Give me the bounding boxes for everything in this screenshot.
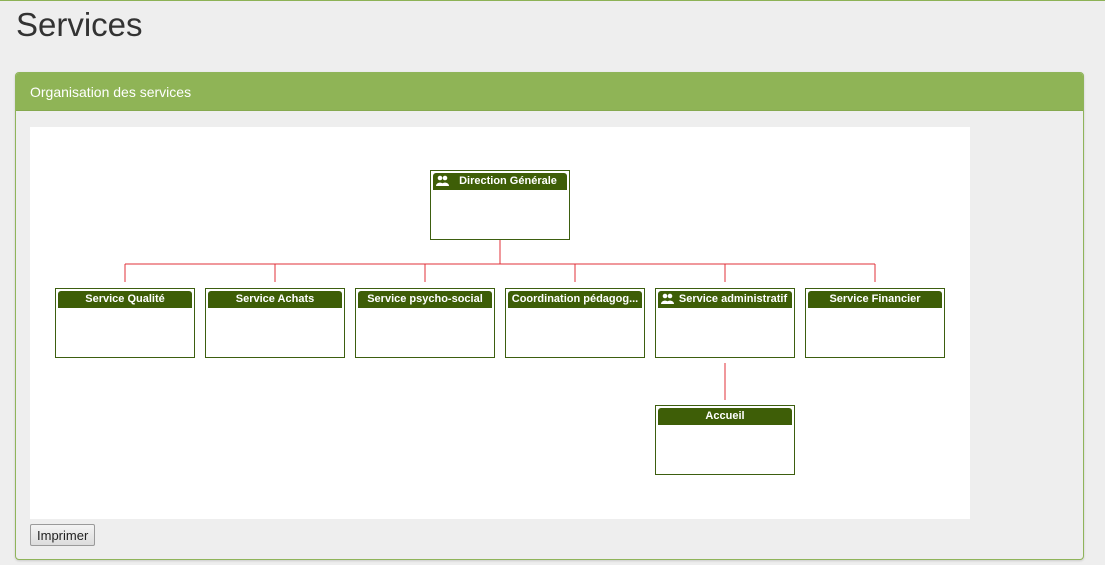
org-node-label: Coordination pédagog... <box>508 291 642 308</box>
org-node-accueil[interactable]: Accueil <box>655 405 795 475</box>
print-button[interactable]: Imprimer <box>30 524 96 546</box>
panel-heading: Organisation des services <box>16 73 1083 111</box>
org-node-header: Direction Générale <box>433 173 567 190</box>
org-node-direction-generale[interactable]: Direction Générale <box>430 170 570 240</box>
org-node-label: Direction Générale <box>459 175 557 187</box>
org-node-label: Service Achats <box>208 291 342 308</box>
page-title: Services <box>16 6 143 43</box>
org-node-label: Service Financier <box>808 291 942 308</box>
org-node-service-qualite[interactable]: Service Qualité <box>55 288 195 358</box>
org-chart-connectors <box>124 239 876 400</box>
services-panel: Organisation des services <box>15 72 1084 560</box>
connector-lines <box>124 239 876 400</box>
org-node-label: Service psycho-social <box>358 291 492 308</box>
org-node-label: Service Qualité <box>58 291 192 308</box>
users-icon <box>436 175 449 186</box>
org-node-coordination-pedagogique[interactable]: Coordination pédagog... <box>505 288 645 358</box>
org-node-label: Accueil <box>658 408 792 425</box>
org-node-service-financier[interactable]: Service Financier <box>805 288 945 358</box>
org-chart: Direction Générale Service Qualité Servi… <box>30 127 970 519</box>
org-node-service-achats[interactable]: Service Achats <box>205 288 345 358</box>
users-icon <box>661 293 674 304</box>
org-node-service-psycho-social[interactable]: Service psycho-social <box>355 288 495 358</box>
org-node-header: Service administratif <box>658 291 792 308</box>
org-node-label: Service administratif <box>678 293 788 305</box>
org-node-service-administratif[interactable]: Service administratif <box>655 288 795 358</box>
